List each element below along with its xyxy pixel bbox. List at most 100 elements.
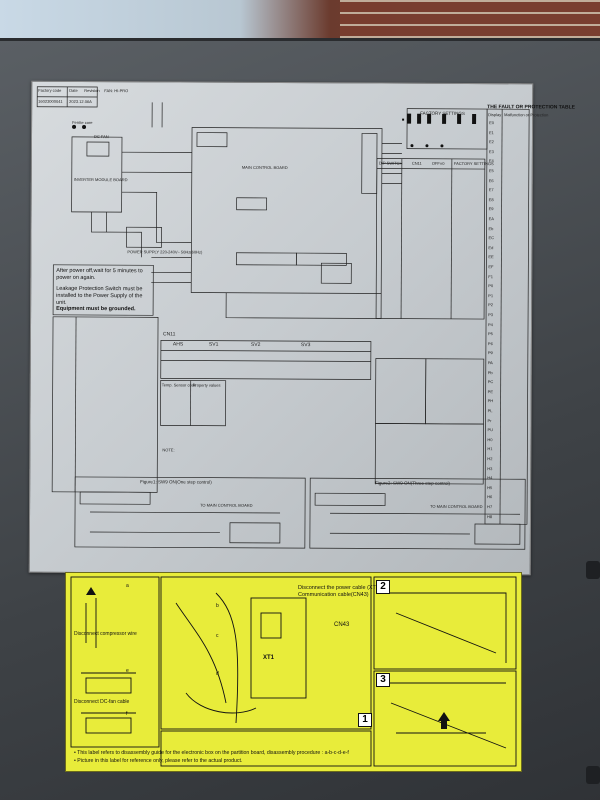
disassembly-illustration xyxy=(70,576,517,767)
fault-code: E7 xyxy=(488,187,494,193)
figure1-caption: Figure1: SW9 ON(One step control) xyxy=(140,479,212,485)
fault-code: P3 xyxy=(488,312,493,318)
fault-code: P4 xyxy=(488,321,493,327)
wiring-diagram-label: Factory code Date Revision 16023000041 2… xyxy=(28,80,575,576)
sticker-note-line2: Communication cable(CN43) xyxy=(298,592,369,598)
fault-code: P0 xyxy=(488,283,494,289)
fault-table-title: THE FAULT OR PROTECTION TABLE xyxy=(487,104,576,111)
terminal-sv2: SV2 xyxy=(250,341,261,348)
step-number-2: 2 xyxy=(376,580,390,594)
fault-code: P2 xyxy=(488,302,494,308)
fault-code: E0 xyxy=(489,120,494,126)
fault-header-display: Display xyxy=(488,112,502,118)
step-letter-a: a xyxy=(126,583,129,589)
fault-code: Pr xyxy=(487,417,492,423)
fault-code: EC xyxy=(488,235,495,241)
side-latch xyxy=(586,561,600,579)
dip-col-factory: FACTORY SETTINGS xyxy=(453,160,494,167)
step-number-1: 1 xyxy=(358,713,372,727)
sticker-xt1: XT1 xyxy=(263,655,275,661)
property-values-label: Property values xyxy=(192,382,221,388)
fault-code: H5 xyxy=(487,484,493,490)
step-letter-b: b xyxy=(216,603,219,609)
warning-leakage: Leakage Protection Switch must be instal… xyxy=(56,285,143,306)
revision-value: A xyxy=(89,98,92,105)
fault-code: H8 xyxy=(487,513,493,519)
fault-code: PU xyxy=(487,427,494,433)
dip-col-cn11: CN11 xyxy=(411,160,422,166)
warning-ground: Equipment must be grounded. xyxy=(56,305,136,313)
fault-code: PC xyxy=(487,379,494,385)
figure2-caption: Figure2: SW9 ON(Three step control) xyxy=(375,480,450,486)
note-label: NOTE: xyxy=(162,447,175,453)
fault-code: H1 xyxy=(487,446,493,452)
step-letter-c: c xyxy=(216,633,219,639)
side-latch xyxy=(586,766,600,784)
fault-code: F1 xyxy=(488,273,493,279)
fault-code: E6 xyxy=(488,177,494,183)
fault-code: E1 xyxy=(489,129,494,135)
fault-code: E5 xyxy=(488,168,494,174)
fault-code: H4 xyxy=(487,475,493,481)
fault-code: PH xyxy=(487,398,494,404)
fault-code: Pb xyxy=(487,369,493,375)
sticker-disconnect-fan: Disconnect DC-fan cable xyxy=(74,699,130,705)
dc-fan-label: DC FAN xyxy=(93,134,109,140)
terminal-sv1: SV1 xyxy=(208,341,219,348)
sticker-disconnect-compressor: Disconnect compressor wire xyxy=(74,631,137,637)
step-letter-d: d xyxy=(216,671,219,677)
step-letter-e: e xyxy=(126,668,129,674)
fault-code: H2 xyxy=(487,456,493,462)
factory-settings-title: FACTORY SETTINGS xyxy=(420,110,465,116)
fault-code: P6 xyxy=(487,340,493,346)
fault-code: PA xyxy=(487,360,493,366)
ferrite-core-label: Ferrite core xyxy=(72,119,93,126)
sticker-cn43: CN43 xyxy=(334,622,350,628)
fault-code: H7 xyxy=(487,504,493,510)
main-board-label: MAIN CONTROL BOARD xyxy=(241,164,288,171)
dip-col-off: OFF=0 xyxy=(431,160,445,166)
disassembly-sticker: Disconnect the power cable (XT1), Commun… xyxy=(65,572,522,772)
fault-code: H6 xyxy=(487,494,493,500)
fault-code: EE xyxy=(488,254,494,260)
fault-code: EA xyxy=(488,216,494,222)
sticker-footer-line1: • This label refers to disassembly guide… xyxy=(74,750,349,756)
step-number-3: 3 xyxy=(376,673,390,687)
date-value: 2023.12.06 xyxy=(69,98,90,104)
fault-header-malfunction: Malfunction or Protection xyxy=(504,112,549,118)
factory-code-value: 16023000041 xyxy=(38,98,63,104)
fault-code: EF xyxy=(488,264,494,270)
figure1-to-main-board: TO MAIN CONTROL BOARD xyxy=(200,502,253,508)
fault-code: PE xyxy=(487,388,494,394)
step-letter-f: f xyxy=(126,711,128,717)
fault-code: E9 xyxy=(488,206,494,212)
revision-label: Revision xyxy=(84,87,100,94)
sticker-note-line1: Disconnect the power cable (XT1), xyxy=(298,585,383,591)
sticker-footer-line2: • Picture in this label for reference on… xyxy=(74,758,243,764)
fault-code: P1 xyxy=(488,292,494,298)
fault-code: Eb xyxy=(488,225,494,231)
fan-label: FAN: HI-PRO xyxy=(104,88,129,94)
fault-code: E3 xyxy=(488,148,494,154)
figure2-to-main-board: TO MAIN CONTROL BOARD xyxy=(430,503,483,510)
fault-code: Ed xyxy=(488,244,494,250)
fault-code: H3 xyxy=(487,465,493,471)
terminal-sv3: SV3 xyxy=(300,342,311,349)
fault-code: P5 xyxy=(487,331,493,337)
fault-code: E2 xyxy=(488,139,494,145)
warning-wait: After power off,wait for 5 minutes to po… xyxy=(56,267,143,282)
fault-code: H0 xyxy=(487,436,493,442)
fault-code: PL xyxy=(487,408,493,414)
cn11-label: CN11 xyxy=(162,331,176,338)
inverter-board-label: INVERTER MODULE BOARD xyxy=(73,176,128,183)
temp-sensor-label: Temp. Sensor code xyxy=(161,382,197,388)
factory-code-label: Factory code xyxy=(38,87,62,93)
terminal-ahs: AHS xyxy=(172,341,184,348)
fault-code: P9 xyxy=(487,350,493,356)
power-supply-label: POWER SUPPLY 220-240V~ 50Hz(60Hz) xyxy=(127,249,203,255)
fault-code: E8 xyxy=(488,196,494,202)
dip-title: DIP SWITCH xyxy=(378,160,403,166)
wiring-diagram-lines xyxy=(36,86,530,550)
date-label: Date xyxy=(69,87,78,93)
